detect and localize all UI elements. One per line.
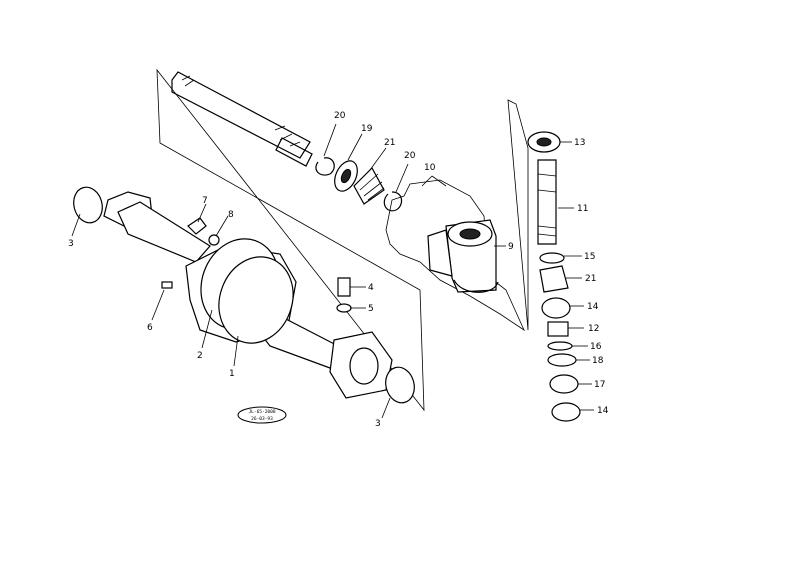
callout-8: 8 <box>228 210 234 220</box>
callout-16: 16 <box>590 342 602 352</box>
bevel-gear-21-teeth <box>359 173 385 201</box>
o-ring-3a <box>73 186 103 224</box>
vertical-shaft-assembly <box>507 99 581 422</box>
shim-16 <box>547 341 573 351</box>
leader-2 <box>201 309 213 349</box>
pin-6 <box>161 281 173 289</box>
axle-tube-left <box>117 201 211 263</box>
stamp-line-1: JL-65-2008 <box>248 409 275 415</box>
callout-14b: 14 <box>597 406 609 416</box>
leader-3b <box>381 397 391 419</box>
callout-15: 15 <box>584 252 595 262</box>
steering-box-9-flange <box>427 229 453 277</box>
callout-12: 12 <box>588 324 599 334</box>
washer-5 <box>336 303 352 313</box>
leader-7 <box>197 203 207 223</box>
callout-19: 19 <box>361 124 373 134</box>
bearing-14b <box>551 402 581 422</box>
leader-21a <box>369 147 387 171</box>
callout-3a: 3 <box>68 239 74 249</box>
callout-20a: 20 <box>334 111 346 121</box>
spacer-12 <box>547 321 569 337</box>
upper-shaft-assembly <box>156 68 425 412</box>
callout-10: 10 <box>424 163 436 173</box>
shaft-collar <box>275 137 313 167</box>
axle-housing-group <box>73 186 415 404</box>
reference-stamp: JL-65-2008 26-03-93 <box>237 406 287 424</box>
steering-box-group <box>385 179 525 332</box>
vertical-bracket-outline <box>507 99 529 331</box>
leader-10 <box>421 175 447 187</box>
callout-1: 1 <box>229 369 235 379</box>
callout-17: 17 <box>594 380 605 390</box>
bolt-7 <box>187 217 207 235</box>
steering-box-9-base <box>453 279 499 293</box>
bearing-14a <box>541 297 571 319</box>
bevel-gear-21 <box>353 167 385 205</box>
pinion-shaft-11 <box>537 159 557 245</box>
bevel-gear-21b <box>539 265 569 293</box>
ring-15 <box>539 252 565 264</box>
o-ring-1 <box>218 256 294 344</box>
shaft-splines <box>181 75 301 147</box>
circlip-18 <box>547 353 577 367</box>
plug-4 <box>337 277 351 297</box>
callout-14a: 14 <box>587 302 599 312</box>
bearing-13-bore <box>536 137 552 147</box>
leader-20a <box>323 123 337 157</box>
stamp-line-2: 26-03-93 <box>251 416 273 422</box>
leader-3a <box>71 213 81 237</box>
callout-labels: 1 2 3 3 4 5 6 7 8 9 10 11 12 13 14 14 15… <box>68 111 609 429</box>
bearing-19-bore <box>340 168 352 184</box>
callout-6: 6 <box>147 323 153 333</box>
circlip-20a <box>315 157 335 176</box>
callout-13: 13 <box>574 138 585 148</box>
leader-19 <box>347 133 363 161</box>
flange-right-boss <box>349 347 379 385</box>
pinion-shaft-11-splines <box>537 173 557 237</box>
callout-leaders <box>71 123 594 419</box>
leader-1 <box>233 335 239 367</box>
callout-21b: 21 <box>585 274 596 284</box>
callout-20b: 20 <box>404 151 416 161</box>
callout-5: 5 <box>368 304 374 314</box>
upper-bracket-outline <box>156 68 425 412</box>
circlip-20b <box>383 191 403 212</box>
leader-20b <box>395 163 409 193</box>
callout-11: 11 <box>577 204 588 214</box>
callout-7: 7 <box>202 196 208 206</box>
gasket-10 <box>385 179 525 332</box>
callout-4: 4 <box>368 283 374 293</box>
callout-2: 2 <box>197 351 203 361</box>
o-ring-3b <box>385 366 415 404</box>
callout-9: 9 <box>508 242 514 252</box>
steering-box-9-bore <box>459 228 481 240</box>
stamp-oval <box>237 406 287 424</box>
callout-21a: 21 <box>384 138 395 148</box>
leader-8 <box>215 215 229 237</box>
callout-3b: 3 <box>375 419 381 429</box>
callout-18: 18 <box>592 356 604 366</box>
bearing-17 <box>549 374 579 394</box>
leader-6 <box>151 289 165 321</box>
washer-8 <box>208 234 220 246</box>
